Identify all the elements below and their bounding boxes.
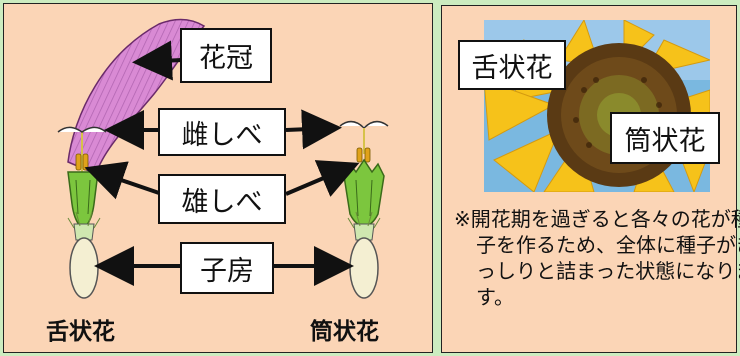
disc-floret-photo-label: 筒状花 — [610, 112, 720, 164]
ovary-label: 子房 — [180, 242, 274, 294]
floret-diagram-panel: 花冠 雌しべ 雄しべ 子房 舌状花 筒状花 — [3, 3, 433, 353]
corolla-arrow — [132, 40, 183, 81]
stamen-arrow-right — [285, 160, 360, 197]
disc-ovary — [349, 237, 379, 299]
sunflower-panel: 舌状花 筒状花 ※開花期を過ぎると各々の花が種子を作るため、全体に種子がぎっしり… — [441, 5, 740, 353]
ray-floret-caption: 舌状花 — [46, 319, 115, 345]
pistil-label: 雌しべ — [158, 108, 286, 156]
pistil-arrow-right — [285, 109, 342, 150]
ray-floret-photo-label: 舌状花 — [458, 40, 566, 90]
ray-ovary — [69, 237, 99, 299]
corolla-label: 花冠 — [180, 28, 272, 83]
disc-floret-caption: 筒状花 — [310, 319, 379, 345]
seed-note: ※開花期を過ぎると各々の花が種子を作るため、全体に種子がぎっしりと詰まった状態に… — [454, 207, 740, 309]
floret-diagram — [57, 18, 389, 299]
stamen-label: 雄しべ — [158, 174, 286, 224]
disc-floret-illustration — [339, 120, 389, 299]
stamen-arrow-left — [84, 161, 163, 200]
